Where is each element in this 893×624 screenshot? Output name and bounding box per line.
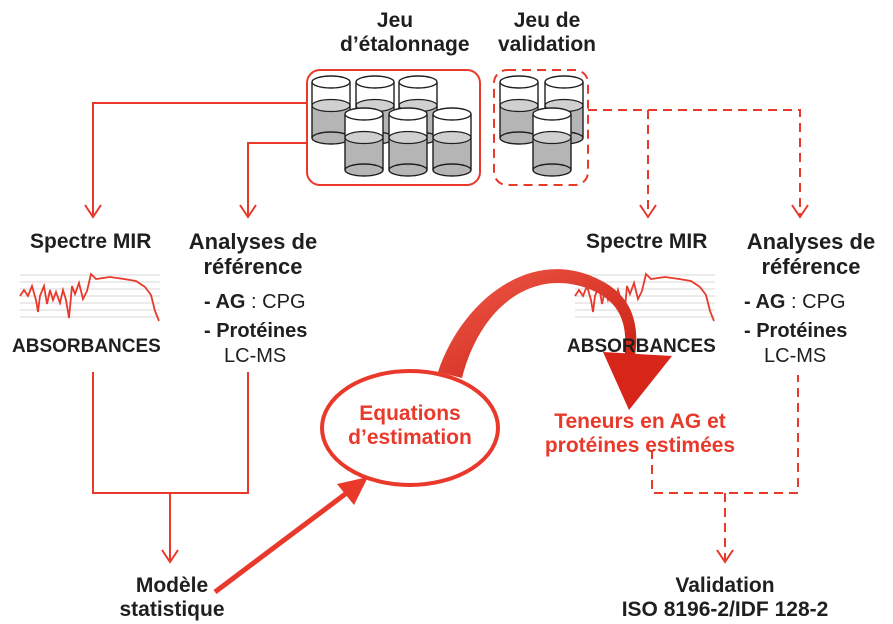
equations-ellipse [320,369,500,487]
arrowhead-reference-right [791,204,809,219]
arrowhead-reference-left [239,204,257,219]
statistical-model-line2: statistique [119,597,225,621]
spectrum-title-right: Spectre MIR [586,230,708,253]
statistical-model-label: Modèle statistique [110,574,234,621]
arrowhead-model [161,549,179,564]
equations-label-line1: Equations [359,402,461,425]
spectrum-title-left: Spectre MIR [30,230,152,253]
absorbance-label-right: ABSORBANCES [567,336,716,357]
calibration-set-box [306,69,481,186]
arrowhead-spectrum-left [84,204,102,219]
spectrum-chart-left [19,272,160,322]
protein-label-left: - Protéines [204,320,308,342]
protein-method-right: LC-MS [764,345,827,367]
validation-standard-label: Validation ISO 8196-2/IDF 128-2 [615,574,835,621]
reference-analyses-left: Analyses de référence [176,229,330,280]
arrow-model-to-equations [213,477,368,594]
validation-set-title-line2: validation [497,32,597,56]
sample-tube [499,75,539,145]
ag-method-left: - AG : CPG [204,291,306,314]
calibration-arrowheads [84,204,257,564]
arrowhead-spectrum-right [639,204,657,219]
protein-method-left: LC-MS [224,345,287,367]
reference-analyses-right: Analyses de référence [734,229,888,280]
ag-method-right: - AG : CPG [744,291,846,314]
statistical-model-line1: Modèle [135,574,209,597]
reference-analyses-left-line1: Analyses de [188,229,318,254]
spectrum-curve-left [19,272,160,322]
ag-method-text-right: : CPG [785,291,846,313]
calibration-set-title: Jeu d’étalonnage [340,9,470,56]
ag-method-text-left: : CPG [245,291,306,313]
reference-analyses-right-line2: référence [761,253,861,279]
sample-tube [344,107,384,177]
calibration-set-title-line1: Jeu [376,9,414,32]
arrowhead-validation [716,549,734,564]
estimated-contents-line1: Teneurs en AG et [554,410,726,433]
equations-label: Equations d’estimation [330,402,490,449]
validation-set-title: Jeu de validation [492,9,602,56]
estimated-contents-line2: protéines estimées [544,433,736,457]
sample-tubes [311,75,584,177]
sample-tube [388,107,428,177]
equations-label-line2: d’estimation [348,425,472,449]
protein-label-right: - Protéines [744,320,848,342]
validation-flow-lines [588,109,801,560]
sample-tube [432,107,472,177]
ag-prefix-left: - AG [204,291,246,313]
validation-label-line2: ISO 8196-2/IDF 128-2 [621,597,829,621]
estimated-contents-label: Teneurs en AG et protéines estimées [535,410,745,457]
validation-set-box [493,69,589,186]
ag-prefix-right: - AG [744,291,786,313]
validation-arrowheads [639,204,809,564]
absorbance-label-left: ABSORBANCES [12,336,161,357]
sample-tube [311,75,351,145]
validation-label-line1: Validation [675,574,775,597]
calibration-flow-lines [92,102,307,560]
validation-set-title-line1: Jeu de [513,9,581,32]
calibration-set-title-line2: d’étalonnage [340,32,470,56]
reference-analyses-left-line2: référence [203,253,303,279]
reference-analyses-right-line1: Analyses de [746,229,876,254]
sample-tube [532,107,572,177]
curved-arrow-equations-to-estimated [438,269,672,410]
